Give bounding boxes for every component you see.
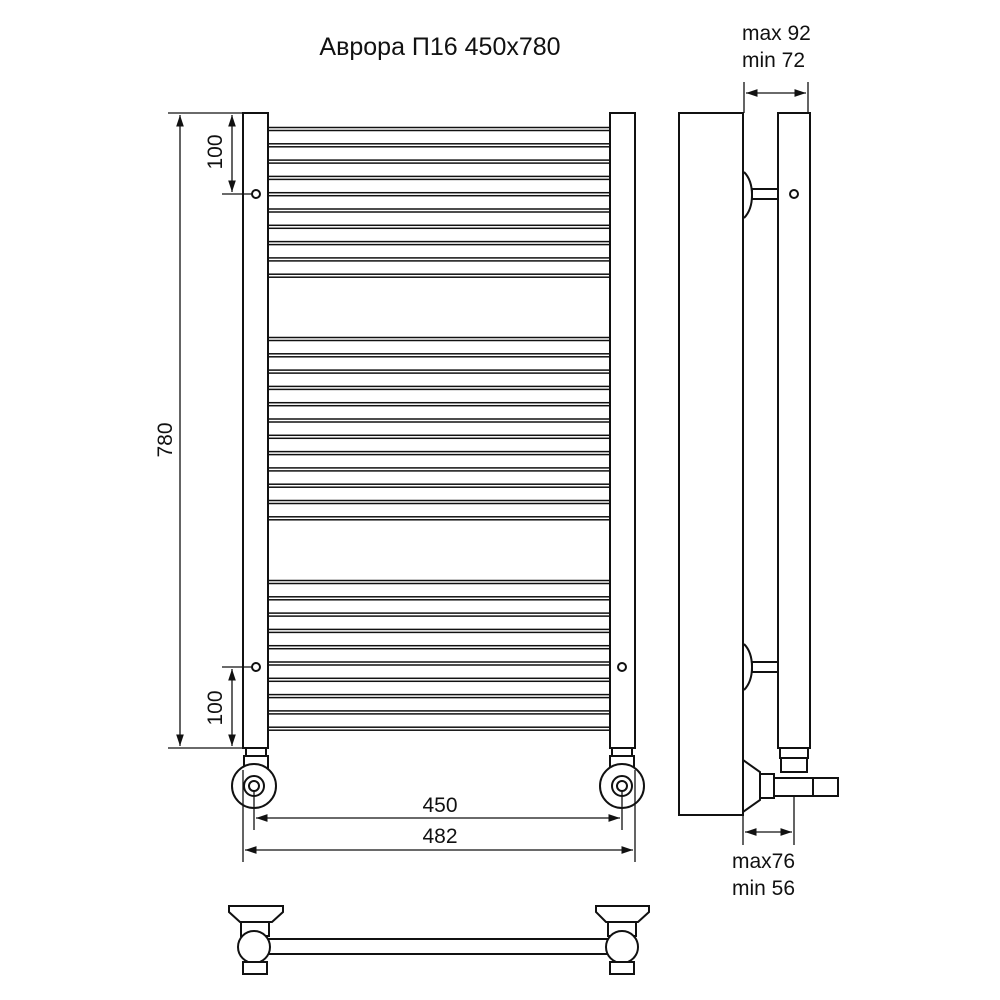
side-valve-handle (773, 777, 839, 797)
dim-side-bottom-max: max76 (732, 850, 795, 873)
crossbar (267, 336, 611, 342)
crossbar (267, 401, 611, 407)
crossbar (267, 710, 611, 715)
top-view-bar (257, 938, 609, 955)
dim-450: 450 (422, 794, 457, 817)
crossbar (267, 644, 611, 650)
crossbar (267, 628, 611, 634)
crossbar (267, 726, 611, 731)
dim-side-top-min: min 72 (742, 49, 805, 72)
right-post (609, 112, 636, 749)
crossbar (267, 273, 611, 278)
crossbar (267, 257, 611, 262)
crossbar (267, 693, 611, 699)
crossbar (267, 175, 611, 181)
crossbar (267, 434, 611, 440)
left-post (242, 112, 269, 749)
side-valve-body (742, 758, 761, 814)
crossbar (267, 143, 611, 148)
dim-top-100: 100 (204, 134, 227, 169)
bottom-bracket (743, 643, 754, 691)
dim-482: 482 (422, 825, 457, 848)
crossbar (267, 369, 611, 374)
dim-side-top-max: max 92 (742, 22, 811, 45)
crossbars (267, 126, 611, 731)
dim-bottom-100: 100 (204, 690, 227, 725)
crossbar (267, 191, 611, 197)
crossbar (267, 499, 611, 505)
top-view (228, 905, 650, 975)
crossbar (267, 516, 611, 521)
crossbar (267, 418, 611, 423)
crossbar (267, 159, 611, 164)
side-post (777, 112, 811, 749)
front-view: 780 100 100 450 482 (154, 112, 645, 862)
crossbar (267, 467, 611, 472)
dim-780: 780 (154, 422, 177, 457)
crossbar (267, 612, 611, 617)
crossbar (267, 224, 611, 230)
dim-side-bottom-min: min 56 (732, 877, 795, 900)
crossbar (267, 240, 611, 246)
crossbar (267, 677, 611, 683)
crossbar (267, 208, 611, 213)
crossbar (267, 579, 611, 585)
crossbar (267, 385, 611, 391)
crossbar (267, 126, 611, 132)
top-bracket (743, 171, 754, 219)
crossbar (267, 596, 611, 601)
crossbar (267, 483, 611, 488)
mount-hole-bottom-right (617, 662, 627, 672)
crossbar (267, 353, 611, 358)
drawing-title: Аврора П16 450x780 (319, 33, 560, 61)
wall-section (678, 112, 744, 816)
crossbar (267, 661, 611, 666)
crossbar (267, 450, 611, 456)
side-view: max 92 min 72 max76 min 56 (678, 22, 839, 900)
